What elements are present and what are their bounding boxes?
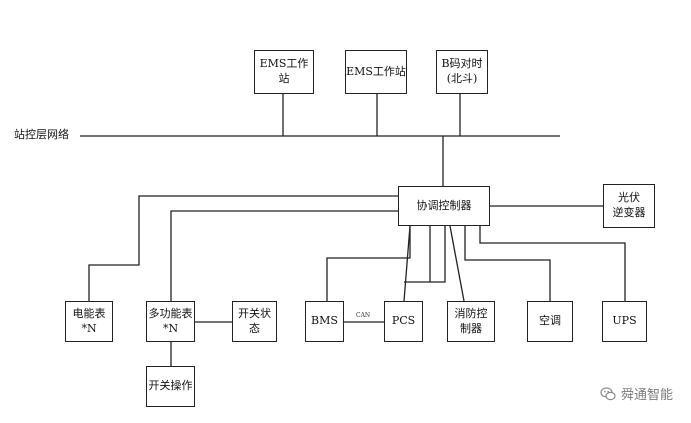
air-conditioner-box[interactable]: 空调 [527,301,573,342]
can-label: CAN [356,312,371,319]
switch-operation-box[interactable]: 开关操作 [146,366,195,407]
fire-controller-box[interactable]: 消防控 制器 [447,301,495,342]
switch-state-box[interactable]: 开关状态 [232,301,277,342]
coordinator-box[interactable]: 协调控制器 [398,186,490,226]
pv-inverter-box[interactable]: 光伏 逆变器 [603,184,655,228]
ems-workstation-1[interactable]: EMS工作站 [254,50,314,94]
ems-workstation-2[interactable]: EMS工作站 [345,50,407,94]
wechat-icon [600,386,616,400]
watermark-text: 舜通智能 [620,388,673,403]
bms-box[interactable]: BMS [305,301,344,342]
b-code-timing-box[interactable]: B码对时 (北斗) [436,50,488,94]
watermark: 舜通智能 [600,384,673,403]
multifunction-meter-box[interactable]: 多功能表 *N [146,301,195,342]
ups-box[interactable]: UPS [602,301,647,342]
pcs-box[interactable]: PCS [384,301,423,342]
network-label: 站控层网络 [14,128,69,141]
energy-meter-box[interactable]: 电能表 *N [65,301,113,342]
